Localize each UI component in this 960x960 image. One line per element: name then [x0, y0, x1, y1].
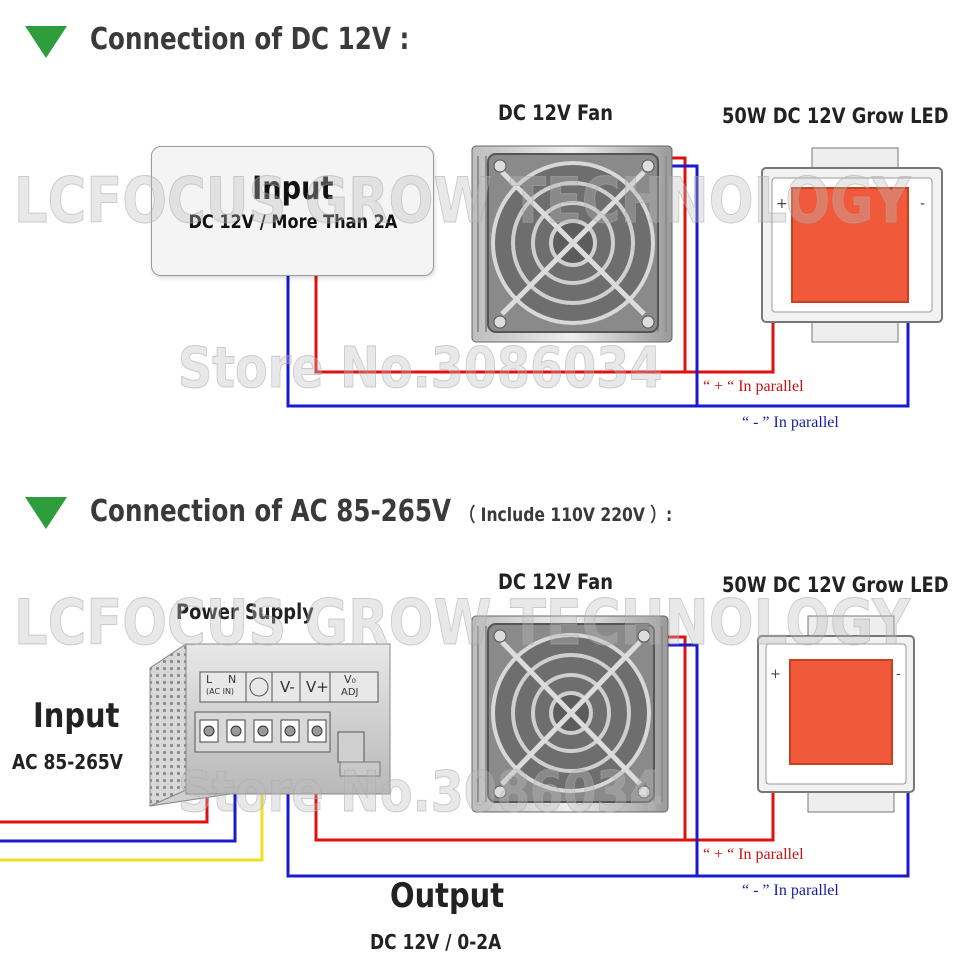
terminal-v-minus-label: V-	[280, 678, 295, 696]
section-marker-triangle-icon	[25, 26, 67, 58]
dc-led-label: 50W DC 12V Grow LED	[722, 104, 949, 128]
terminal-adj-label: ADJ	[341, 687, 359, 698]
dc-fan-2	[471, 615, 669, 813]
svg-text:-: -	[896, 667, 901, 682]
dc-negative-wire	[286, 262, 910, 408]
svg-text:+: +	[770, 667, 781, 682]
terminal-ac-in-label: (AC IN)	[206, 687, 235, 696]
ac-section-heading: Connection of AC 85-265V （ Include 110V …	[90, 494, 672, 529]
ac-input-title: Input	[33, 696, 120, 736]
ac-led-label: 50W DC 12V Grow LED	[722, 573, 949, 597]
section-marker-triangle-icon	[25, 497, 67, 529]
dc-input-box: Input DC 12V / More Than 2A	[151, 146, 434, 276]
dc-input-title: Input	[251, 169, 334, 207]
ac-heading-main: Connection of AC 85-265V	[90, 494, 452, 529]
grow-led-1: + -	[761, 147, 943, 343]
dc-positive-note: “ + “ In parallel	[703, 378, 804, 395]
dc-section-heading: Connection of DC 12V :	[90, 22, 410, 57]
ac-fan-label: DC 12V Fan	[498, 570, 613, 594]
terminal-l-label: L	[206, 673, 213, 686]
ac-positive-note: “ + “ In parallel	[703, 846, 804, 863]
dc-fan-1	[471, 145, 673, 343]
power-supply-label: Power Supply	[176, 600, 314, 624]
ac-input-spec: AC 85-265V	[12, 750, 123, 774]
grow-led-2: + -	[757, 615, 915, 813]
dc-fan-negative-wire	[664, 164, 699, 406]
ac-heading-note: （ Include 110V 220V ）:	[459, 504, 673, 526]
dc-fan-label: DC 12V Fan	[498, 101, 613, 125]
ps-terminal-labels: L N (AC IN) V- V+ V₀ ADJ	[200, 673, 378, 703]
terminal-v-plus-label: V+	[306, 678, 329, 696]
terminal-n-label: N	[228, 673, 237, 686]
ac-fan-negative-wire	[660, 643, 699, 876]
dc-input-spec: DC 12V / More Than 2A	[188, 211, 397, 233]
output-spec: DC 12V / 0-2A	[370, 930, 502, 954]
terminal-vo-label: V₀	[344, 673, 356, 686]
svg-text:-: -	[920, 196, 925, 212]
svg-text:+: +	[776, 196, 788, 212]
dc-negative-note: “ - ” In parallel	[742, 414, 839, 431]
output-title: Output	[390, 876, 505, 916]
ac-negative-note: “ - ” In parallel	[742, 882, 839, 899]
ac-negative-wire	[286, 728, 910, 878]
power-supply-unit	[149, 643, 391, 807]
